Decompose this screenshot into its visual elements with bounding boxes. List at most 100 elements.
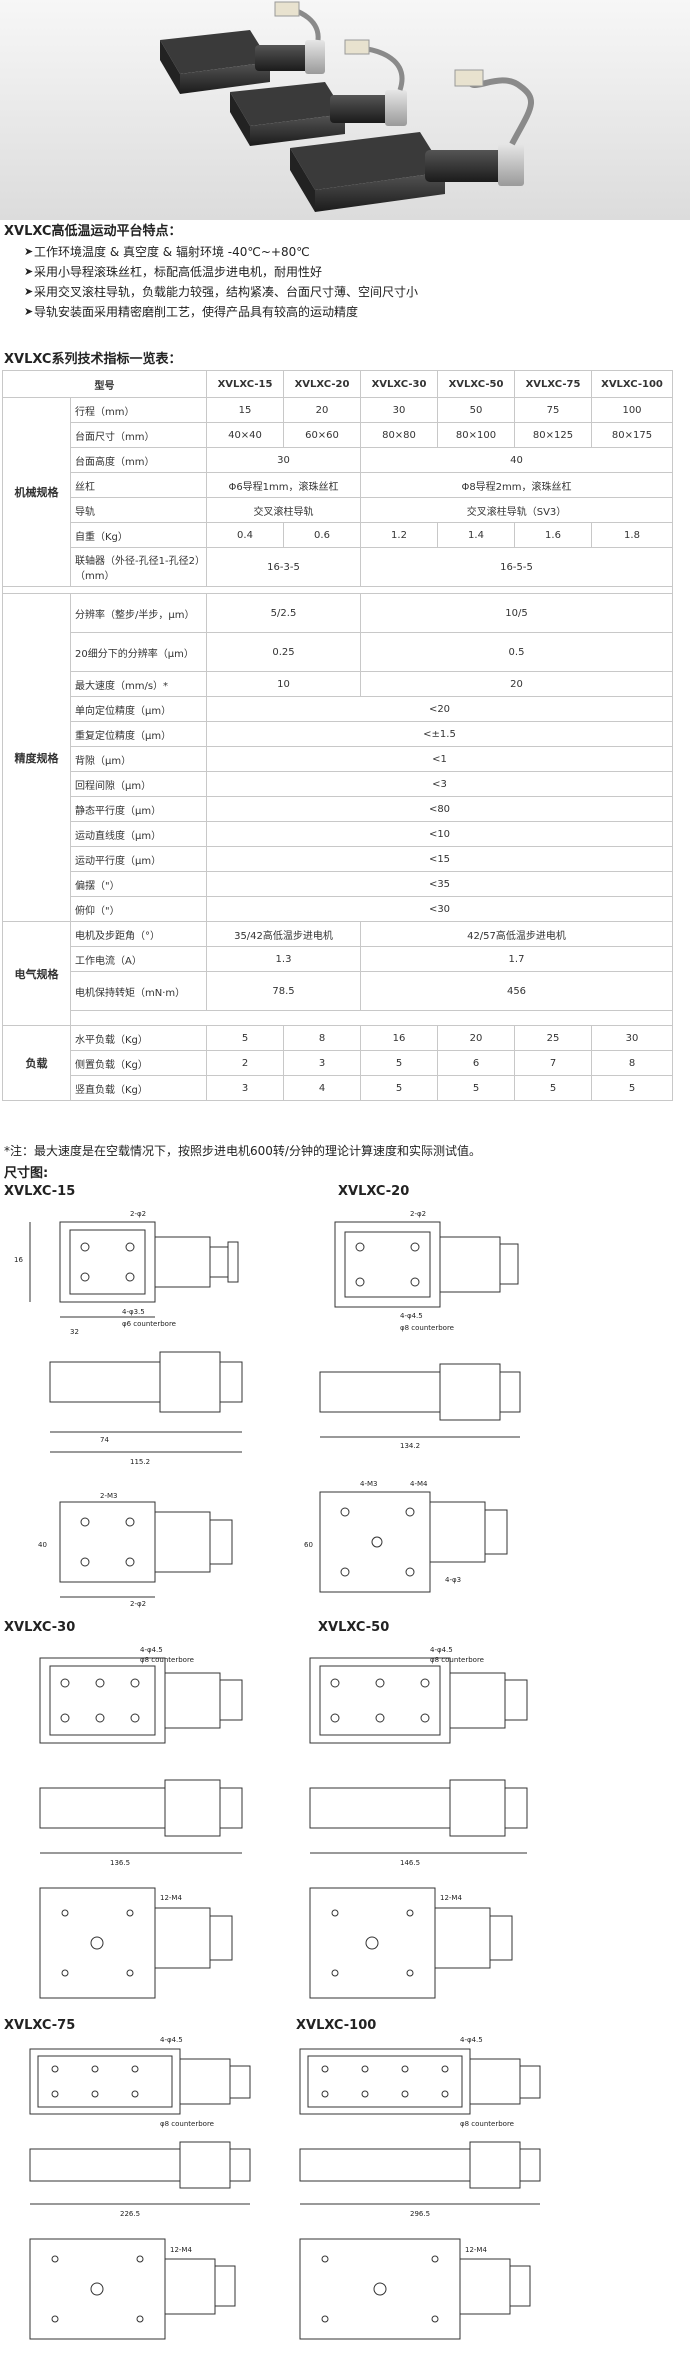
specs-title: XVLXC系列技术指标一览表： bbox=[4, 352, 182, 367]
dim-label: 4-M3 bbox=[360, 1480, 377, 1488]
dim-label: 2-φ2 bbox=[410, 1210, 426, 1218]
header-col: XVLXC-75 bbox=[514, 370, 592, 398]
dim-label: 4-M4 bbox=[410, 1480, 428, 1488]
group-mech: 机械规格 bbox=[2, 397, 71, 587]
table-row: 最大速度（mm/s）* 10 20 bbox=[3, 671, 673, 697]
header-col: XVLXC-30 bbox=[360, 370, 438, 398]
table-row: 台面尺寸（mm） 40×40 60×60 80×80 80×100 80×125… bbox=[3, 422, 673, 448]
table-row: 偏摆（"） <35 bbox=[3, 871, 673, 897]
table-row bbox=[3, 1010, 673, 1026]
model-label-30: XVLXC-30 bbox=[4, 1620, 76, 1635]
table-row: 静态平行度（μm） <80 bbox=[3, 796, 673, 822]
header-col: XVLXC-15 bbox=[206, 370, 284, 398]
table-row: 20细分下的分辨率（μm） 0.25 0.5 bbox=[3, 632, 673, 672]
table-row: 回程间隙（μm） <3 bbox=[3, 771, 673, 797]
feature-item: ➤工作环境温度 & 真空度 & 辐射环境 -40℃~+80℃ bbox=[4, 242, 686, 262]
dim-label: 146.5 bbox=[400, 1859, 420, 1867]
dim-label: 2-φ2 bbox=[130, 1600, 146, 1608]
dim-label: 136.5 bbox=[110, 1859, 130, 1867]
dim-label: 134.2 bbox=[400, 1442, 420, 1450]
specs-table: 型号 XVLXC-15 XVLXC-20 XVLXC-30 XVLXC-50 X… bbox=[2, 370, 673, 1101]
table-row: 台面高度（mm） 30 40 bbox=[3, 447, 673, 473]
dim-label: φ8 counterbore bbox=[460, 2120, 514, 2128]
dim-label: φ6 counterbore bbox=[122, 1320, 176, 1328]
table-row: 联轴器（外径-孔径1-孔径2）（mm） 16-3-5 16-5-5 bbox=[3, 547, 673, 587]
table-row bbox=[2, 586, 673, 594]
dim-label: 74 bbox=[100, 1436, 109, 1444]
header-model: 型号 bbox=[2, 370, 207, 398]
header-col: XVLXC-100 bbox=[591, 370, 673, 398]
arrow-icon: ➤ bbox=[24, 305, 34, 318]
dim-label: 60 bbox=[304, 1541, 313, 1549]
feature-item: ➤采用小导程滚珠丝杠，标配高低温步进电机，耐用性好 bbox=[4, 262, 686, 282]
table-row: 电机保持转矩（mN·m） 78.5 456 bbox=[3, 971, 673, 1011]
dim-label: φ8 counterbore bbox=[400, 1324, 454, 1332]
model-label-20: XVLXC-20 bbox=[338, 1184, 410, 1199]
table-row: 运动直线度（μm） <10 bbox=[3, 821, 673, 847]
dim-label: 40 bbox=[38, 1541, 47, 1549]
drawing-xvlxc-75: 4-φ4.5 φ8 counterbore 226.5 12-M4 bbox=[29, 2036, 251, 2340]
dim-label: 2-M3 bbox=[100, 1492, 117, 1500]
table-header-row: 型号 XVLXC-15 XVLXC-20 XVLXC-30 XVLXC-50 X… bbox=[2, 370, 673, 398]
group-elec: 电气规格 bbox=[2, 921, 71, 1026]
group-prec: 精度规格 bbox=[2, 593, 71, 922]
dim-label: 4-φ4.5 bbox=[400, 1312, 423, 1320]
dim-label: 115.2 bbox=[130, 1458, 150, 1466]
table-row: 工作电流（A） 1.3 1.7 bbox=[3, 946, 673, 972]
dim-label: 4-φ4.5 bbox=[140, 1646, 163, 1654]
model-label-100: XVLXC-100 bbox=[296, 2018, 377, 2033]
model-label-75: XVLXC-75 bbox=[4, 2018, 76, 2033]
table-row: 侧置负载（Kg） 2 3 5 6 7 8 bbox=[3, 1050, 673, 1076]
dim-label: φ8 counterbore bbox=[140, 1656, 194, 1664]
feature-item: ➤导轨安装面采用精密磨削工艺，使得产品具有较高的运动精度 bbox=[4, 302, 686, 322]
dim-label: 32 bbox=[70, 1328, 79, 1336]
drawing-xvlxc-15: 2-φ2 4-φ3.5 φ6 counterbore 74 115.2 2-M3… bbox=[14, 1210, 243, 1608]
dim-label: 226.5 bbox=[120, 2210, 140, 2218]
table-row: 负载 水平负载（Kg） 5 8 16 20 25 30 bbox=[2, 1025, 673, 1101]
model-label-50: XVLXC-50 bbox=[318, 1620, 390, 1635]
dim-label: 12-M4 bbox=[170, 2246, 192, 2254]
table-row: 运动平行度（μm） <15 bbox=[3, 846, 673, 872]
product-photo bbox=[0, 0, 690, 220]
dim-label: φ8 counterbore bbox=[430, 1656, 484, 1664]
table-row: 单向定位精度（μm） <20 bbox=[3, 696, 673, 722]
dim-label: φ8 counterbore bbox=[160, 2120, 214, 2128]
table-row: 背隙（μm） <1 bbox=[3, 746, 673, 772]
drawing-xvlxc-50: 4-φ4.5 φ8 counterbore 146.5 12-M4 bbox=[309, 1646, 528, 1999]
dim-label: 2-φ2 bbox=[130, 1210, 146, 1218]
dim-label: 16 bbox=[14, 1256, 23, 1264]
features-section: XVLXC高低温运动平台特点： ➤工作环境温度 & 真空度 & 辐射环境 -40… bbox=[4, 222, 686, 322]
dim-label: 12-M4 bbox=[465, 2246, 487, 2254]
arrow-icon: ➤ bbox=[24, 285, 34, 298]
drawing-xvlxc-30: 4-φ4.5 φ8 counterbore 136.5 12-M4 bbox=[39, 1646, 243, 1999]
footnote: *注：最大速度是在空载情况下，按照步进电机600转/分钟的理论计算速度和实际测试… bbox=[4, 1144, 481, 1158]
dim-label: 4-φ4.5 bbox=[460, 2036, 483, 2044]
dim-label: 4-φ3.5 bbox=[122, 1308, 145, 1316]
product-stages-illustration bbox=[0, 0, 690, 220]
model-label-15: XVLXC-15 bbox=[4, 1184, 76, 1199]
arrow-icon: ➤ bbox=[24, 245, 34, 258]
table-row: 丝杠 Φ6导程1mm，滚珠丝杠 Φ8导程2mm，滚珠丝杠 bbox=[3, 472, 673, 498]
table-row: 精度规格 分辨率（整步/半步，μm） 5/2.5 10/5 bbox=[2, 593, 673, 922]
dim-label: 12-M4 bbox=[160, 1894, 182, 1902]
dim-label: 4-φ4.5 bbox=[160, 2036, 183, 2044]
dim-label: 4-φ4.5 bbox=[430, 1646, 453, 1654]
header-col: XVLXC-20 bbox=[283, 370, 361, 398]
table-row: 机械规格 行程（mm） 15 20 30 50 75 100 bbox=[2, 397, 673, 587]
features-title: XVLXC高低温运动平台特点： bbox=[4, 224, 182, 239]
feature-item: ➤采用交叉滚柱导轨，负载能力较强，结构紧凑、台面尺寸薄、空间尺寸小 bbox=[4, 282, 686, 302]
table-row: 导轨 交叉滚柱导轨 交叉滚柱导轨（SV3） bbox=[3, 497, 673, 523]
drawing-xvlxc-100: 4-φ4.5 φ8 counterbore 296.5 12-M4 bbox=[299, 2036, 541, 2340]
dim-label: 12-M4 bbox=[440, 1894, 462, 1902]
header-col: XVLXC-50 bbox=[437, 370, 515, 398]
table-row: 俯仰（"） <30 bbox=[3, 896, 673, 922]
dim-label: 4-φ3 bbox=[445, 1576, 461, 1584]
table-row: 竖直负载（Kg） 3 4 5 5 5 5 bbox=[3, 1075, 673, 1101]
table-row: 重复定位精度（μm） <±1.5 bbox=[3, 721, 673, 747]
arrow-icon: ➤ bbox=[24, 265, 34, 278]
table-row: 电气规格 电机及步距角（°） 35/42高低温步进电机 42/57高低温步进电机 bbox=[2, 921, 673, 1026]
table-row: 自重（Kg） 0.4 0.6 1.2 1.4 1.6 1.8 bbox=[3, 522, 673, 548]
drawing-xvlxc-20: 2-φ2 4-φ4.5 φ8 counterbore 134.2 4-M3 4-… bbox=[304, 1210, 521, 1593]
dimensions-title: 尺寸图: bbox=[4, 1166, 49, 1181]
group-load: 负载 bbox=[2, 1025, 71, 1101]
